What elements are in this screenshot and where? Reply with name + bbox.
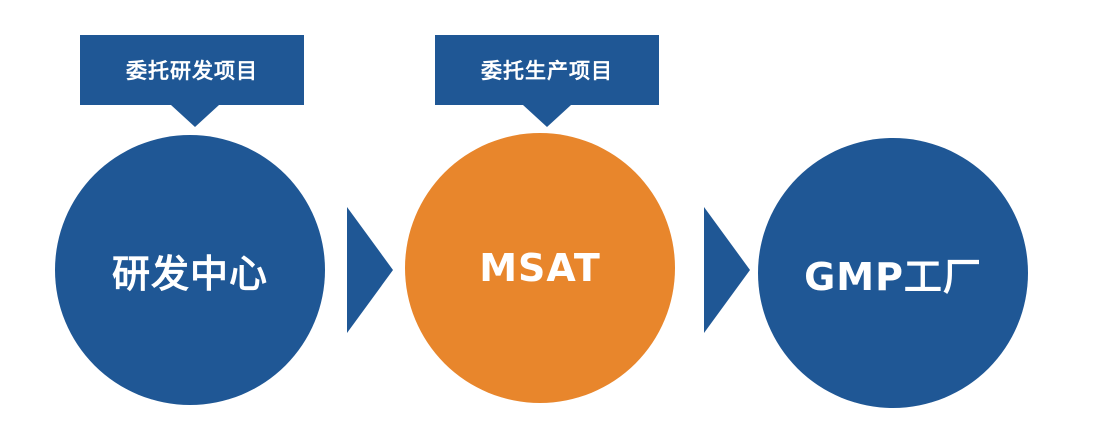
callout-rd-pointer-icon	[171, 105, 219, 127]
callout-production-pointer-icon	[523, 105, 571, 127]
flow-arrow-2-icon	[704, 207, 750, 333]
node-gmp-factory-label: GMP工厂	[804, 254, 982, 299]
node-msat-label: MSAT	[479, 246, 601, 290]
callout-production-project: 委托生产项目	[435, 35, 659, 105]
node-rd-center-label: 研发中心	[111, 251, 268, 296]
node-rd-center: 研发中心	[55, 135, 325, 405]
callout-production-project-label: 委托生产项目	[481, 59, 613, 83]
callout-rd-project: 委托研发项目	[80, 35, 304, 105]
node-msat: MSAT	[405, 133, 675, 403]
flow-arrow-1-icon	[347, 207, 393, 333]
node-gmp-factory: GMP工厂	[758, 138, 1028, 408]
callout-rd-project-label: 委托研发项目	[126, 59, 258, 83]
